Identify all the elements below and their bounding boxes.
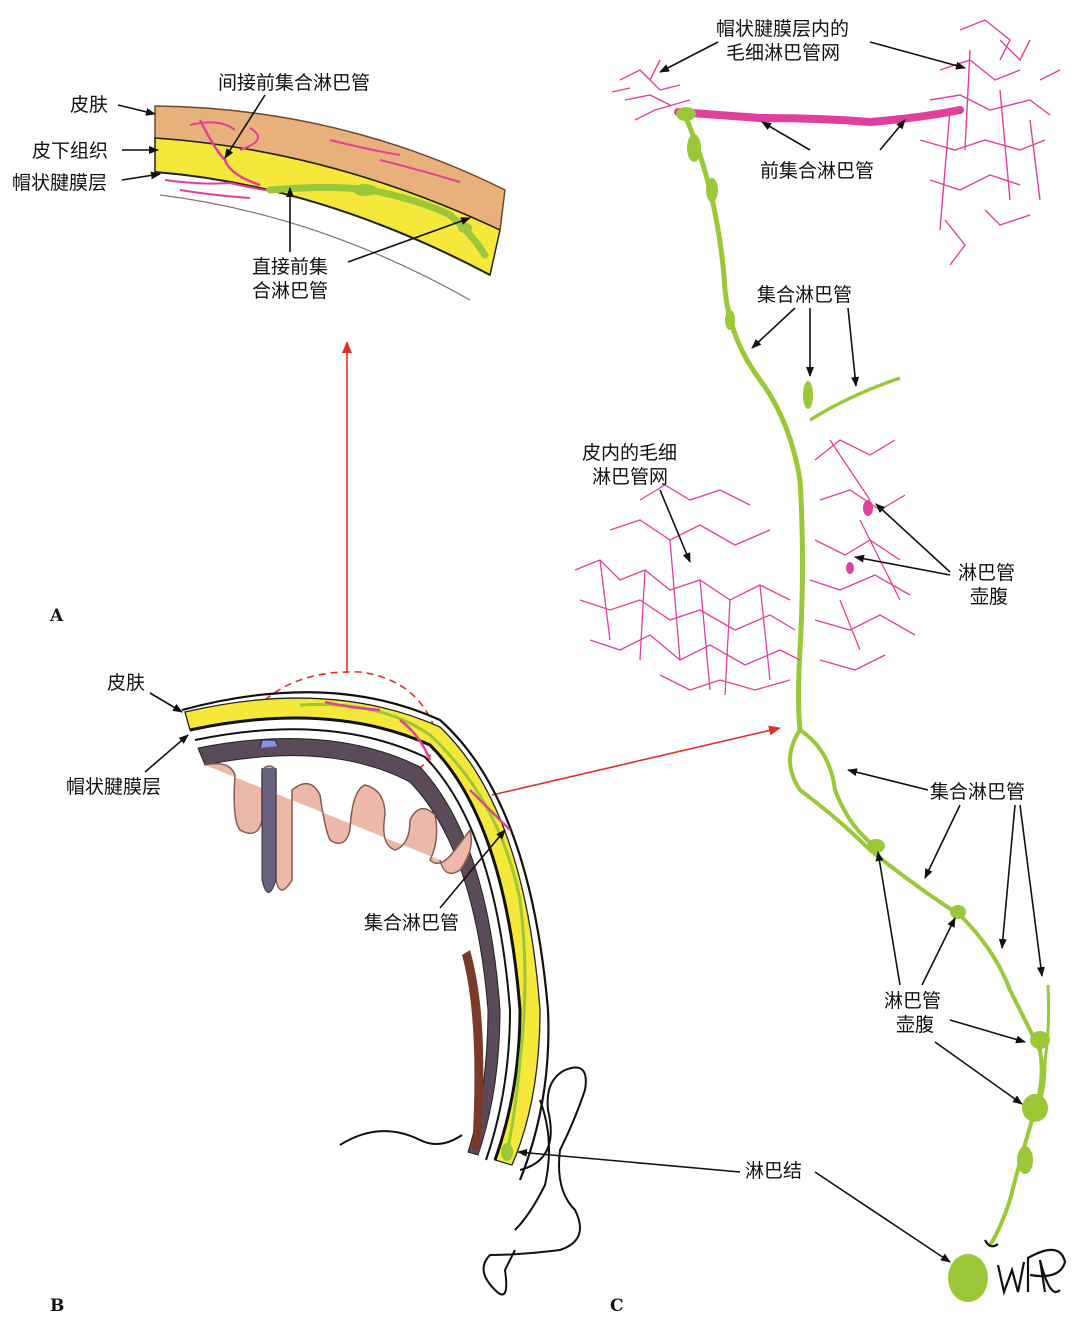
label-c-ampulla-top-line2: 壶腹 [970,586,1008,608]
label-c-dermal-network-line1: 皮内的毛细 [582,442,677,464]
label-a-indirect-precollector: 间接前集合淋巴管 [218,72,370,94]
panel-c-illustration [575,20,1060,1302]
label-b-galea: 帽状腱膜层 [66,776,161,798]
label-b-collecting: 集合淋巴管 [364,912,459,934]
panel-label-a: A [50,606,63,626]
label-a-subcutaneous: 皮下组织 [32,140,108,162]
panel-a-illustration [155,106,505,300]
label-c-dermal-network-line2: 淋巴管网 [592,466,668,488]
label-a-skin: 皮肤 [70,94,108,116]
label-c-collecting-mid: 集合淋巴管 [930,781,1025,803]
c-collecting-vessel-main [686,118,803,730]
c-collecting-vessel-lower [790,730,1042,1245]
label-c-ampulla-bottom-line2: 壶腹 [896,1014,934,1036]
label-c-precollector: 前集合淋巴管 [760,160,874,182]
c-lymph-node [948,1254,988,1302]
label-b-skin: 皮肤 [107,672,145,694]
panel-b-illustration [182,672,586,1295]
label-c-galea-network-line2: 毛细淋巴管网 [726,42,840,64]
label-c-lymph-node: 淋巴结 [745,1160,802,1182]
c-precollector [678,110,960,122]
label-a-galea: 帽状腱膜层 [12,172,107,194]
label-a-direct-precollector-line1: 直接前集 [252,256,328,278]
panel-label-c: C [610,1296,624,1316]
label-c-galea-network-line1: 帽状腱膜层内的 [716,18,849,40]
label-c-ampulla-bottom-line1: 淋巴管 [884,990,941,1012]
panel-label-b: B [50,1296,64,1316]
label-c-collecting-top: 集合淋巴管 [757,284,852,306]
label-c-ampulla-top-line1: 淋巴管 [958,562,1015,584]
b-ear [340,1068,586,1295]
artist-signature [985,1240,1065,1292]
label-a-direct-precollector-line2: 合淋巴管 [252,280,328,302]
b-skin-outer [182,692,548,1180]
c-branch [810,378,900,420]
